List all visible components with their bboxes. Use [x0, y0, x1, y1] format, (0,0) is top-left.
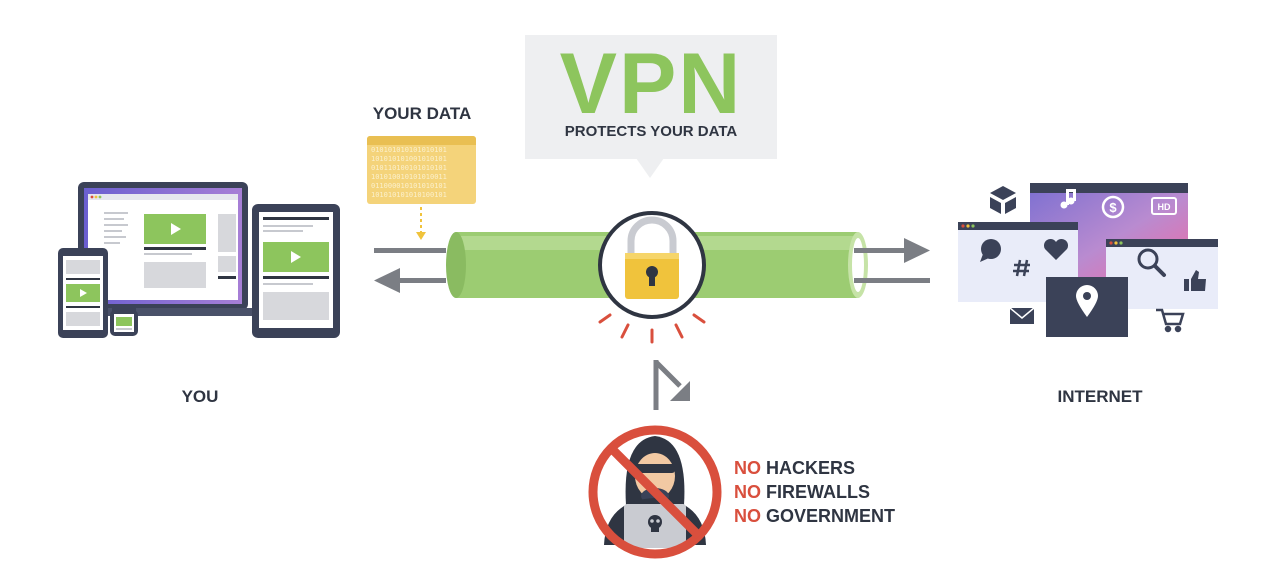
- thumbs-up-icon: [1184, 270, 1206, 291]
- cart-icon: [1156, 308, 1185, 333]
- location-pin-icon: [1076, 285, 1098, 317]
- threat-item-hackers: NO HACKERS: [734, 456, 895, 480]
- chat-icon: [980, 239, 1001, 262]
- alert-rays: [598, 313, 706, 344]
- data-drop-arrow: [416, 207, 426, 240]
- music-icon: [1060, 189, 1076, 209]
- binary-row: 101010101001010101: [371, 155, 447, 163]
- vpn-callout: [525, 35, 777, 159]
- vpn-callout-tail: [636, 158, 664, 178]
- box-icon: [990, 186, 1016, 214]
- your-data-label: YOUR DATA: [372, 104, 472, 123]
- threat-name: HACKERS: [761, 458, 856, 478]
- threat-list: NO HACKERS NO FIREWALLS NO GOVERNMENT: [734, 456, 895, 528]
- play-icon: [171, 223, 181, 235]
- binary-row: 010110100101010101: [371, 164, 447, 172]
- svg-text:HD: HD: [1158, 202, 1171, 212]
- skull-icon: [648, 515, 662, 532]
- laptop: [70, 182, 256, 316]
- svg-text:$: $: [1109, 200, 1117, 215]
- lock-icon: [598, 211, 706, 319]
- internet-services: $ HD: [958, 183, 1218, 337]
- user-devices: [58, 182, 340, 338]
- smartphone: [58, 248, 108, 338]
- binary-row: 011000010101010101: [371, 182, 447, 190]
- threat-no: NO: [734, 458, 761, 478]
- envelope-icon: [1009, 307, 1035, 324]
- play-icon: [80, 289, 87, 297]
- heart-icon: [1043, 238, 1069, 260]
- play-icon: [291, 251, 301, 263]
- hd-video-icon: HD: [1151, 197, 1177, 215]
- left-data-arrows: [374, 248, 446, 293]
- binary-row: 010101010101010101: [371, 146, 447, 154]
- data-packet-header: [367, 136, 476, 145]
- threat-name: GOVERNMENT: [761, 506, 896, 526]
- threat-item-government: NO GOVERNMENT: [734, 504, 895, 528]
- threat-name: FIREWALLS: [761, 482, 870, 502]
- dollar-icon: $: [1101, 195, 1125, 219]
- you-label: YOU: [181, 387, 219, 406]
- binary-row: 101010010101010011: [371, 173, 447, 181]
- right-data-arrows: [854, 238, 930, 283]
- binary-row: 101010101010100101: [371, 191, 447, 199]
- internet-label: INTERNET: [1057, 387, 1143, 406]
- prohibited-icon: [588, 425, 722, 559]
- threat-no: NO: [734, 482, 761, 502]
- smartwatch: [110, 306, 138, 336]
- hashtag-icon: [1013, 259, 1030, 277]
- vpn-title: VPN: [559, 36, 743, 132]
- data-packet: 010101010101010101 101010101001010101 01…: [367, 136, 476, 204]
- search-icon: [1137, 248, 1166, 277]
- threat-item-firewalls: NO FIREWALLS: [734, 480, 895, 504]
- blocked-arrow: [653, 360, 690, 410]
- tablet: [252, 204, 340, 338]
- threat-no: NO: [734, 506, 761, 526]
- vpn-subtitle: PROTECTS YOUR DATA: [564, 123, 738, 140]
